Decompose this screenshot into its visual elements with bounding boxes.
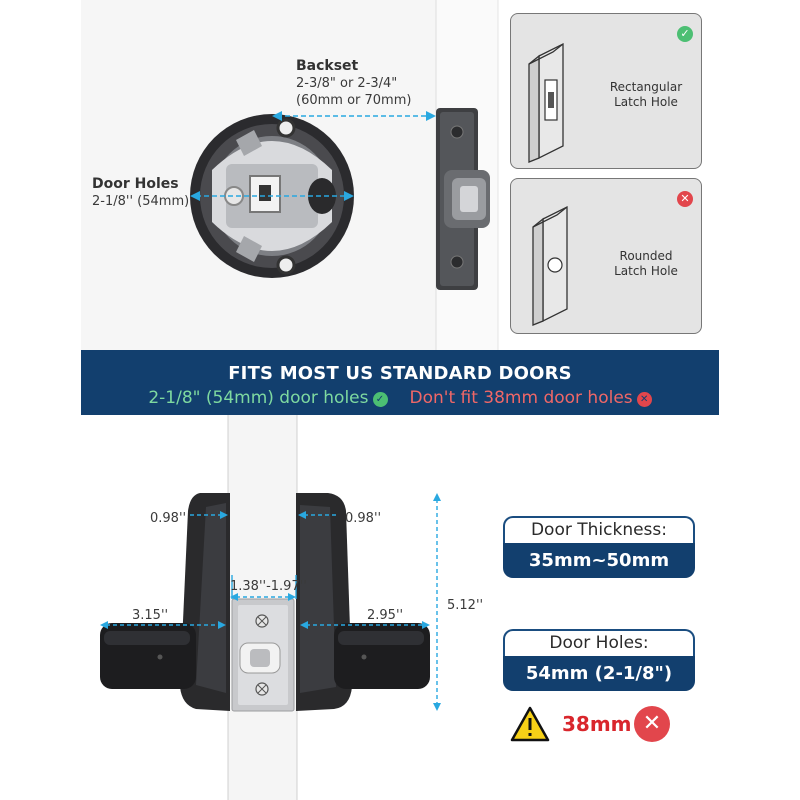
- latch-range-label: 1.38''-1.97'': [230, 579, 307, 594]
- door-hole-arrow: [190, 191, 354, 201]
- door-hole-illustration: [81, 0, 499, 350]
- latch-plate: [231, 598, 295, 712]
- right-lever-label: 2.95'': [367, 608, 404, 623]
- door-holes-title: Door Holes: [92, 176, 179, 192]
- rectangular-latch-card: ✓ Rectangular Latch Hole: [510, 13, 702, 169]
- door-thickness-label: Door Thickness:: [503, 516, 695, 543]
- fits-check-icon: ✓: [372, 392, 388, 407]
- backset-value-mm: (60mm or 70mm): [296, 93, 412, 108]
- not-fit-38mm-text: Don't fit 38mm door holes: [409, 388, 633, 408]
- right-lever-handle: [334, 623, 430, 689]
- door-holes-spec-label: Door Holes:: [503, 629, 695, 656]
- door-hole-diagram: Backset 2-3/8" or 2-3/4" (60mm or 70mm) …: [0, 0, 800, 350]
- rectangular-latch-label-line1: Rectangular: [609, 80, 683, 94]
- lock-dimension-diagram: 0.98'' 0.98'' 1.38''-1.97'' 3.15'' 2.95'…: [0, 415, 800, 800]
- door-holes-spec-value: 54mm (2-1/8"): [503, 656, 695, 691]
- incompatible-cross-icon: ✕: [677, 191, 693, 207]
- rectangular-latch-label: Rectangular Latch Hole: [595, 80, 697, 110]
- height-label: 5.12'': [447, 598, 484, 613]
- door-holes-label: Door Holes 2-1/8'' (54mm): [92, 176, 189, 210]
- fits-54mm-text: 2-1/8" (54mm) door holes: [148, 388, 369, 408]
- rectangular-latch-icon: [528, 42, 564, 163]
- door-thickness-value: 35mm~50mm: [503, 543, 695, 578]
- warning-triangle-icon: [510, 706, 550, 742]
- right-depth-label: 0.98'': [345, 511, 382, 526]
- rounded-latch-icon: [532, 205, 568, 326]
- not-fit-cross-icon: ✕: [636, 392, 652, 407]
- compatibility-banner: FITS MOST US STANDARD DOORS 2-1/8" (54mm…: [81, 350, 719, 415]
- door-holes-value: 2-1/8'' (54mm): [92, 194, 190, 209]
- rectangular-latch-label-line2: Latch Hole: [614, 95, 678, 109]
- rounded-latch-label-line2: Latch Hole: [614, 264, 678, 278]
- rounded-latch-label-line1: Rounded: [619, 249, 673, 263]
- warning-size-text: 38mm: [562, 712, 632, 736]
- left-depth-label: 0.98'': [150, 511, 187, 526]
- warning-cross-icon: ✕: [634, 706, 670, 742]
- dimension-lines: [100, 493, 441, 711]
- backset-value-inch: 2-3/8" or 2-3/4": [296, 76, 398, 91]
- left-lever-handle: [100, 623, 196, 689]
- incompatible-size-warning: 38mm ✕: [510, 706, 690, 742]
- rounded-latch-card: ✕ Rounded Latch Hole: [510, 178, 702, 334]
- banner-title: FITS MOST US STANDARD DOORS: [228, 363, 572, 384]
- backset-label: Backset 2-3/8" or 2-3/4" (60mm or 70mm): [296, 58, 411, 109]
- edge-latch: [436, 108, 490, 290]
- compatible-check-icon: ✓: [677, 26, 693, 42]
- backset-arrow: [272, 111, 436, 121]
- door-holes-spec: Door Holes: 54mm (2-1/8"): [503, 629, 695, 691]
- left-lever-label: 3.15'': [132, 608, 169, 623]
- backset-title: Backset: [296, 58, 359, 74]
- lock-side-illustration: [100, 415, 441, 800]
- door-thickness-spec: Door Thickness: 35mm~50mm: [503, 516, 695, 578]
- rounded-latch-label: Rounded Latch Hole: [595, 249, 697, 279]
- banner-subtitle: 2-1/8" (54mm) door holes✓ Don't fit 38mm …: [81, 388, 719, 408]
